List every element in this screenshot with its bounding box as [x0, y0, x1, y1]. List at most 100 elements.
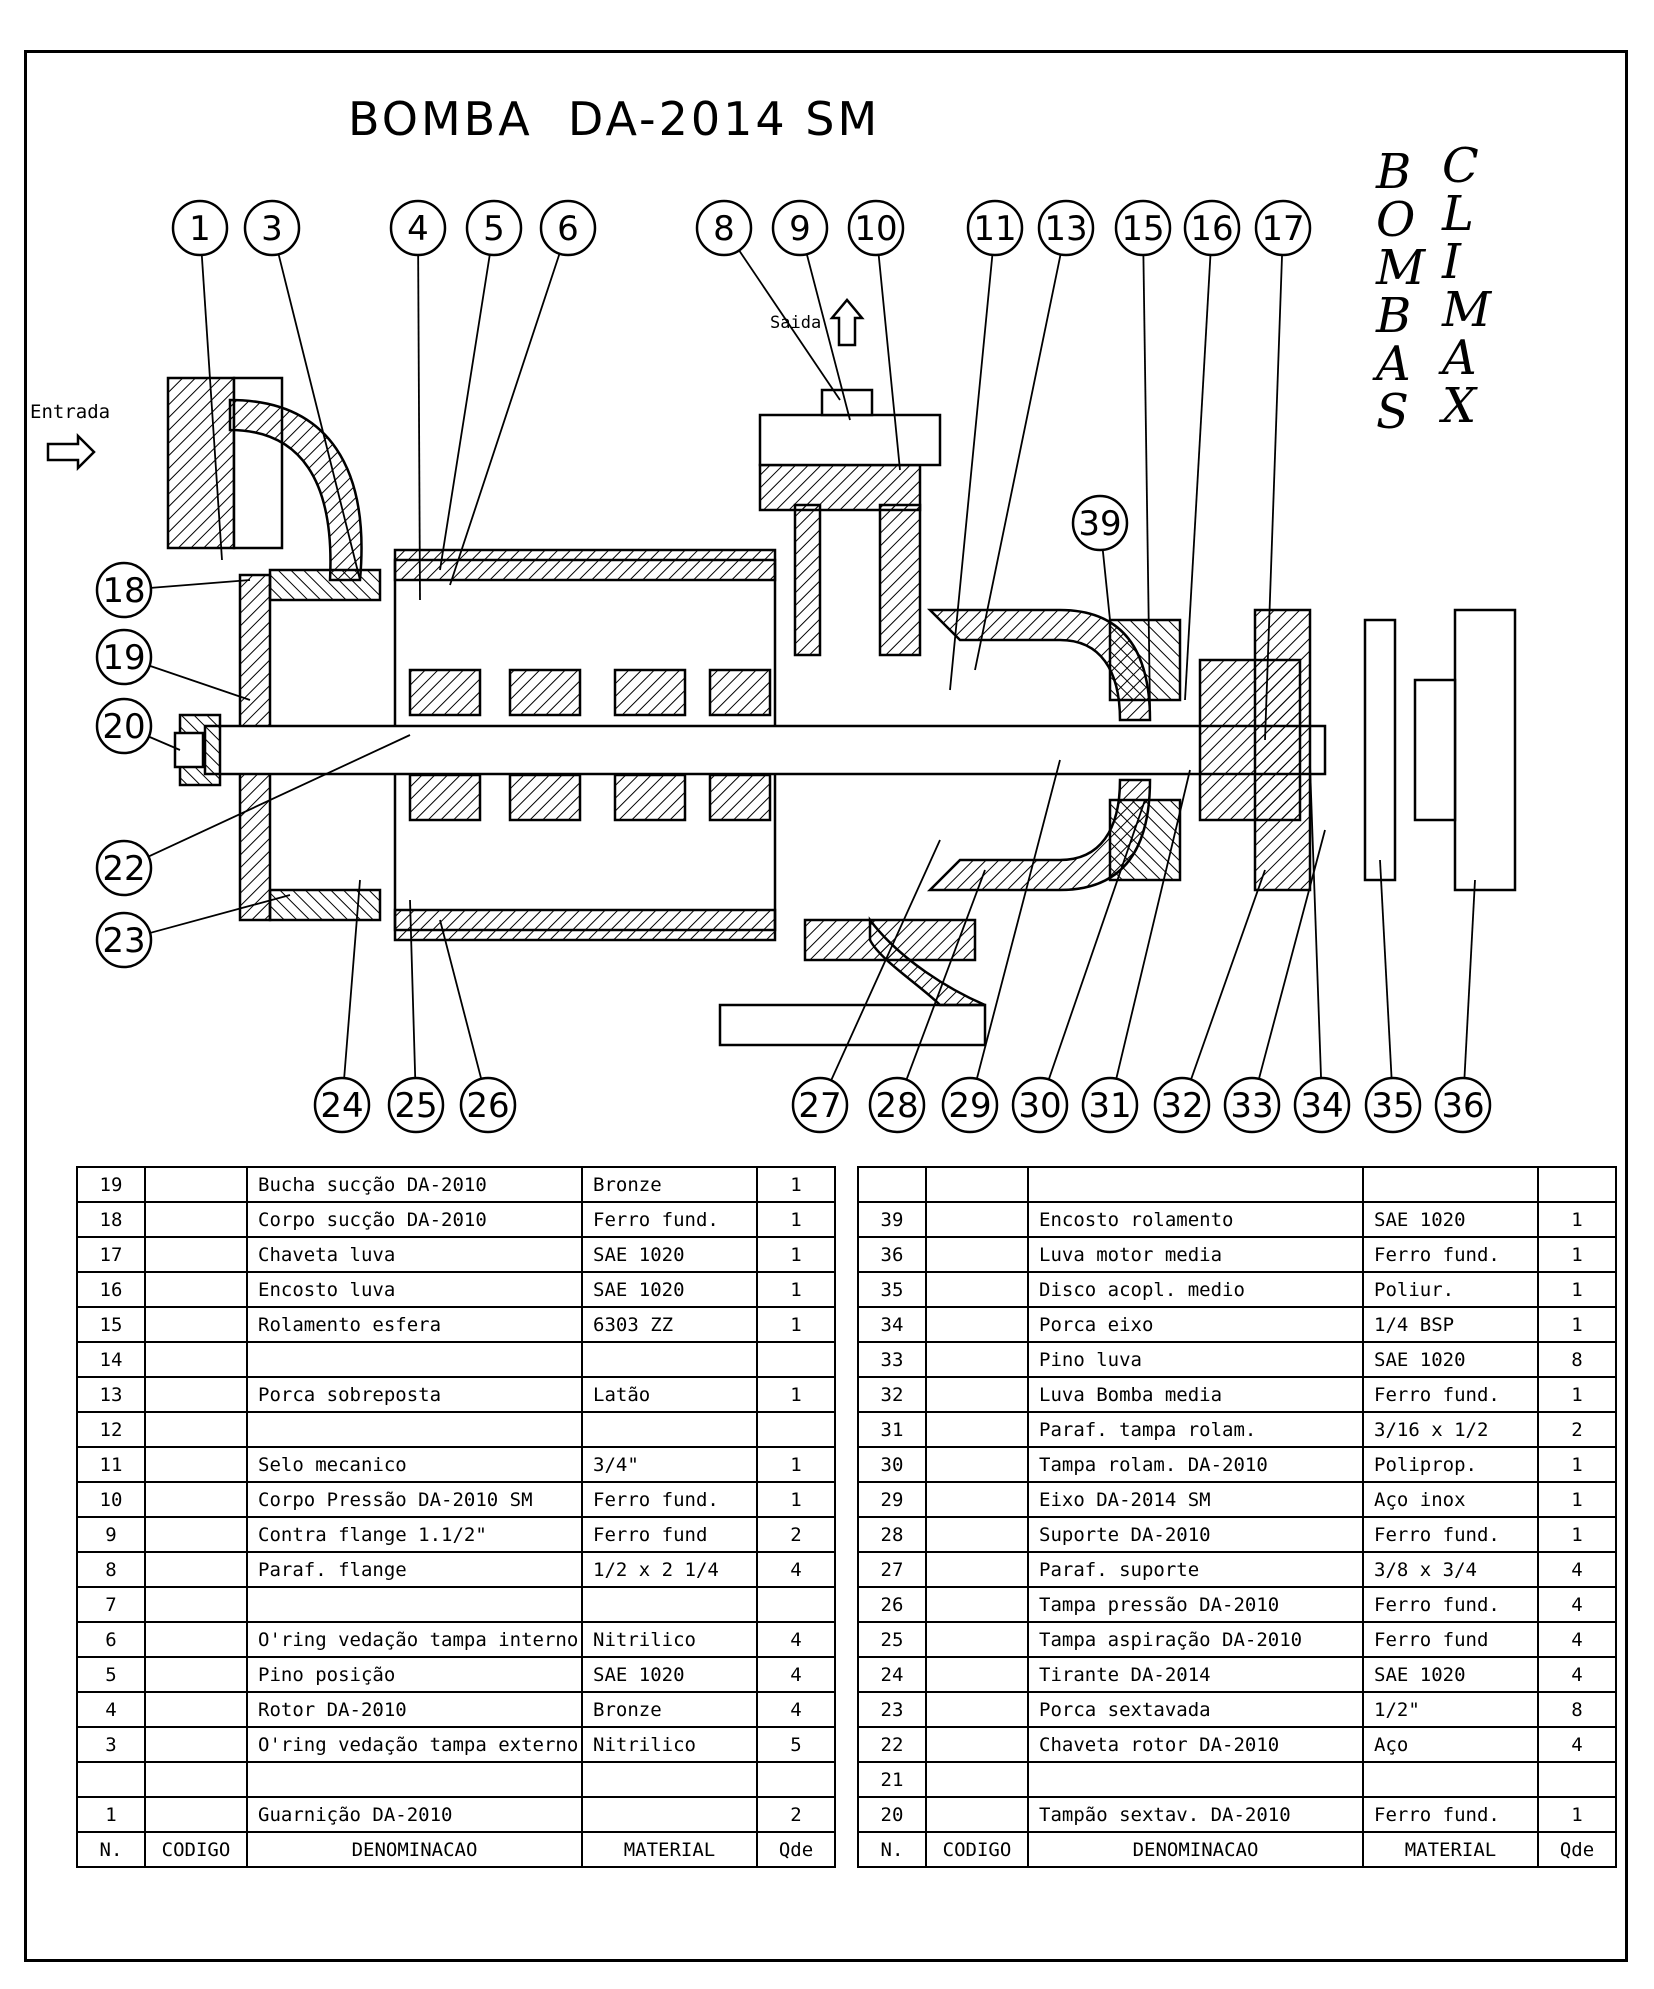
leader-line [974, 254, 1062, 671]
cell-denominacao: Disco acopl. medio [1027, 1271, 1364, 1308]
leader-line [1379, 859, 1393, 1079]
cell-qde [1537, 1761, 1617, 1798]
balloon-22: 22 [95, 839, 153, 897]
leader-line [200, 254, 223, 561]
cell-material: Poliprop. [1362, 1446, 1539, 1483]
balloon-1: 1 [171, 199, 229, 257]
balloon-circle [95, 697, 153, 755]
cell-denominacao: Tampão sextav. DA-2010 [1027, 1796, 1364, 1833]
leader-line [150, 579, 251, 589]
cell-codigo [144, 1691, 248, 1728]
balloon-circle [459, 1076, 517, 1134]
shaft [203, 724, 1327, 776]
balloon-number: 20 [102, 707, 145, 747]
cell-qde [1537, 1166, 1617, 1203]
cell-denominacao: Tampa pressão DA-2010 [1027, 1586, 1364, 1623]
cell-material: SAE 1020 [581, 1271, 758, 1308]
cell-n: 1 [76, 1796, 146, 1833]
balloon-number: 3 [261, 209, 283, 249]
cell-material: Nitrilico [581, 1621, 758, 1658]
balloon-number: 5 [483, 209, 505, 249]
cell-denominacao: Suporte DA-2010 [1027, 1516, 1364, 1553]
cell-n [76, 1761, 146, 1798]
table-row: 12 [76, 1411, 836, 1448]
cell-n: 12 [76, 1411, 146, 1448]
balloon-circle [171, 199, 229, 257]
balloon-circle [771, 199, 829, 257]
balloon-number: 18 [102, 571, 145, 611]
cell-denominacao [246, 1586, 583, 1623]
balloon-number: 23 [102, 921, 145, 961]
balloon-circle [1254, 199, 1312, 257]
cell-material: Ferro fund. [1362, 1796, 1539, 1833]
leader-line [409, 899, 417, 1079]
header-n: N. [76, 1831, 146, 1868]
inlet-arrow [46, 432, 96, 472]
cell-codigo [925, 1621, 1029, 1658]
balloon-circle [1293, 1076, 1351, 1134]
cell-n: 8 [76, 1551, 146, 1588]
cell-codigo [925, 1586, 1029, 1623]
cell-qde: 1 [756, 1166, 836, 1203]
cell-codigo [144, 1341, 248, 1378]
cell-qde: 1 [1537, 1271, 1617, 1308]
cell-qde: 4 [756, 1691, 836, 1728]
balloon-circle [966, 199, 1024, 257]
cell-codigo [925, 1201, 1029, 1238]
balloon-number: 33 [1230, 1086, 1273, 1126]
cell-material [1362, 1166, 1539, 1203]
cell-material [581, 1411, 758, 1448]
balloon-circle [313, 1076, 371, 1134]
balloon-number: 29 [948, 1086, 991, 1126]
cell-n: 22 [857, 1726, 927, 1763]
leader-line [417, 254, 421, 601]
cell-n: 34 [857, 1306, 927, 1343]
cell-material: SAE 1020 [1362, 1201, 1539, 1238]
cell-denominacao: Porca sobreposta [246, 1376, 583, 1413]
balloon-31: 31 [1081, 1076, 1139, 1134]
cell-n: 23 [857, 1691, 927, 1728]
cell-denominacao: Corpo sucção DA-2010 [246, 1201, 583, 1238]
balloon-29: 29 [941, 1076, 999, 1134]
cell-material: Ferro fund. [1362, 1516, 1539, 1553]
cell-n: 10 [76, 1481, 146, 1518]
cell-material: SAE 1020 [1362, 1656, 1539, 1693]
cell-material: Aço [1362, 1726, 1539, 1763]
balloon-number: 19 [102, 638, 145, 678]
leader-line [343, 879, 361, 1079]
balloon-16: 16 [1183, 199, 1241, 257]
cell-codigo [144, 1201, 248, 1238]
cell-n: 30 [857, 1446, 927, 1483]
cell-qde: 8 [1537, 1341, 1617, 1378]
cell-material: 3/4" [581, 1446, 758, 1483]
header-codigo: CODIGO [925, 1831, 1029, 1868]
cell-codigo [144, 1761, 248, 1798]
cell-material: Latão [581, 1376, 758, 1413]
cell-denominacao: Tirante DA-2014 [1027, 1656, 1364, 1693]
cell-material: Aço inox [1362, 1481, 1539, 1518]
cell-material: 3/8 x 3/4 [1362, 1551, 1539, 1588]
balloon-35: 35 [1364, 1076, 1422, 1134]
leader-line [277, 253, 361, 581]
balloon-number: 11 [973, 209, 1016, 249]
cell-codigo [925, 1271, 1029, 1308]
brand-letter: M [1442, 282, 1492, 338]
cell-denominacao: Rotor DA-2010 [246, 1691, 583, 1728]
leader-line [1184, 254, 1212, 701]
balloon-circle [95, 839, 153, 897]
leader-line [1309, 764, 1322, 1079]
cell-codigo [144, 1726, 248, 1763]
cell-n: 11 [76, 1446, 146, 1483]
balloon-number: 22 [102, 849, 145, 889]
balloon-number: 34 [1300, 1086, 1343, 1126]
cell-denominacao: O'ring vedação tampa interno [246, 1621, 583, 1658]
cell-qde: 1 [756, 1271, 836, 1308]
cell-n: 25 [857, 1621, 927, 1658]
cell-material: 3/16 x 1/2 [1362, 1411, 1539, 1448]
cell-qde: 1 [1537, 1376, 1617, 1413]
leader-line [1142, 254, 1151, 711]
table-row [76, 1761, 836, 1798]
